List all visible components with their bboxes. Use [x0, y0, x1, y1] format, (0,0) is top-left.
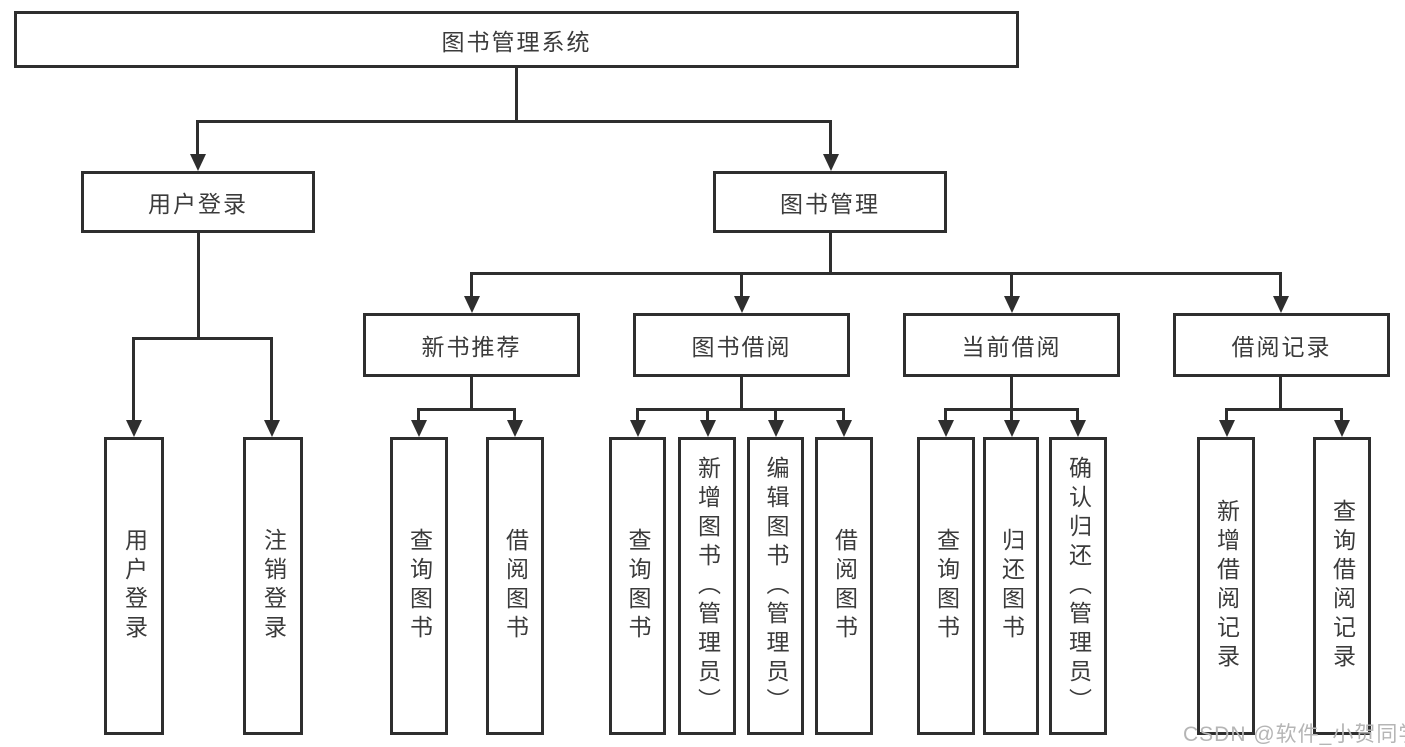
connector-drop-current-borrow	[1010, 272, 1013, 298]
node-new-book-recommend: 新书推荐	[363, 313, 580, 377]
arrowhead-br-query	[1334, 420, 1350, 437]
arrowhead-br-add	[1219, 420, 1235, 437]
leaf-br-query-record: 查询借阅记录	[1313, 437, 1371, 735]
connector-drop-book-borrow	[740, 272, 743, 298]
node-user-login-label: 用户登录	[148, 191, 248, 217]
leaf-cb-return-books: 归还图书	[983, 437, 1039, 735]
leaf-cb-query-books-label: 查询图书	[933, 528, 960, 644]
leaf-nb-query-books: 查询图书	[390, 437, 448, 735]
connector-current-borrow-stem	[1010, 377, 1013, 408]
arrowhead-new-book	[464, 296, 480, 313]
connector-drop-br-add	[1225, 408, 1228, 422]
leaf-bb-add-books-admin-label: 新增图书（管理员）	[694, 455, 721, 717]
leaf-br-add-record-label: 新增借阅记录	[1213, 499, 1240, 673]
node-new-book-recommend-label: 新书推荐	[421, 334, 522, 360]
arrowhead-cb-return	[1004, 420, 1020, 437]
leaf-bb-add-books-admin: 新增图书（管理员）	[678, 437, 736, 735]
connector-root-drop-book-mgmt	[829, 120, 832, 156]
leaf-bb-query-books-label: 查询图书	[625, 528, 651, 644]
connector-drop-nb-borrow	[513, 408, 516, 422]
arrowhead-user-login	[190, 154, 206, 171]
connector-drop-leaf-logout	[270, 337, 273, 421]
connector-root-rail	[196, 120, 832, 123]
connector-drop-cb-confirm	[1076, 408, 1079, 422]
node-borrow-records: 借阅记录	[1173, 313, 1390, 377]
leaf-bb-edit-books-admin-label: 编辑图书（管理员）	[763, 455, 789, 717]
connector-drop-bb-query	[636, 408, 639, 422]
node-book-management: 图书管理	[713, 171, 947, 233]
connector-book-borrow-stem	[740, 377, 743, 408]
node-borrow-records-label: 借阅记录	[1231, 334, 1332, 360]
arrowhead-cb-query	[938, 420, 954, 437]
connector-drop-bb-borrow	[842, 408, 845, 422]
node-book-management-label: 图书管理	[780, 191, 880, 217]
leaf-bb-borrow-books: 借阅图书	[815, 437, 873, 735]
connector-user-login-stem	[197, 233, 200, 337]
arrowhead-bb-edit	[768, 420, 784, 437]
leaf-cb-confirm-return-admin: 确认归还（管理员）	[1049, 437, 1107, 735]
connector-drop-borrow-records	[1279, 272, 1282, 298]
connector-book-borrow-rail	[636, 408, 845, 411]
connector-borrow-records-rail	[1225, 408, 1343, 411]
leaf-cb-query-books: 查询图书	[917, 437, 975, 735]
node-book-borrow-label: 图书借阅	[691, 334, 792, 360]
node-root-label: 图书管理系统	[441, 28, 592, 55]
node-current-borrow-label: 当前借阅	[961, 334, 1062, 360]
leaf-logout-label: 注销登录	[260, 528, 287, 644]
node-book-borrow: 图书借阅	[633, 313, 850, 377]
connector-root-stem	[515, 68, 518, 120]
leaf-cb-return-books-label: 归还图书	[998, 528, 1025, 644]
leaf-logout: 注销登录	[243, 437, 303, 735]
node-root: 图书管理系统	[14, 11, 1019, 68]
connector-drop-leaf-login	[132, 337, 135, 421]
arrowhead-leaf-login	[126, 420, 142, 437]
arrowhead-cb-confirm	[1070, 420, 1086, 437]
node-user-login: 用户登录	[81, 171, 315, 233]
connector-drop-cb-query	[944, 408, 947, 422]
leaf-user-login: 用户登录	[104, 437, 164, 735]
connector-drop-cb-return	[1010, 408, 1013, 422]
connector-new-book-stem	[470, 377, 473, 408]
leaf-br-query-record-label: 查询借阅记录	[1329, 499, 1356, 673]
leaf-cb-confirm-return-admin-label: 确认归还（管理员）	[1065, 455, 1092, 717]
arrowhead-bb-add	[700, 420, 716, 437]
leaf-nb-query-books-label: 查询图书	[406, 528, 433, 644]
arrowhead-bb-query	[630, 420, 646, 437]
arrowhead-leaf-logout	[264, 420, 280, 437]
leaf-bb-query-books: 查询图书	[609, 437, 666, 735]
leaf-br-add-record: 新增借阅记录	[1197, 437, 1255, 735]
arrowhead-nb-borrow	[507, 420, 523, 437]
node-current-borrow: 当前借阅	[903, 313, 1120, 377]
arrowhead-nb-query	[411, 420, 427, 437]
arrowhead-book-mgmt	[823, 154, 839, 171]
connector-book-mgmt-stem	[829, 233, 832, 272]
leaf-bb-borrow-books-label: 借阅图书	[831, 528, 858, 644]
arrowhead-current-borrow	[1004, 296, 1020, 313]
connector-drop-new-book	[470, 272, 473, 298]
leaf-bb-edit-books-admin: 编辑图书（管理员）	[747, 437, 804, 735]
csdn-watermark: CSDN @软件_小贺同学	[1183, 723, 1405, 746]
arrowhead-borrow-records	[1273, 296, 1289, 313]
connector-drop-br-query	[1340, 408, 1343, 422]
leaf-nb-borrow-books-label: 借阅图书	[502, 528, 529, 644]
connector-drop-nb-query	[417, 408, 420, 422]
connector-root-drop-user-login	[196, 120, 199, 156]
arrowhead-bb-borrow	[836, 420, 852, 437]
connector-borrow-records-stem	[1279, 377, 1282, 408]
connector-drop-bb-add	[706, 408, 709, 422]
connector-new-book-rail	[417, 408, 516, 411]
leaf-user-login-label: 用户登录	[121, 528, 148, 644]
connector-user-login-rail	[132, 337, 273, 340]
leaf-nb-borrow-books: 借阅图书	[486, 437, 544, 735]
connector-drop-bb-edit	[774, 408, 777, 422]
arrowhead-book-borrow	[734, 296, 750, 313]
connector-book-mgmt-rail	[470, 272, 1282, 275]
